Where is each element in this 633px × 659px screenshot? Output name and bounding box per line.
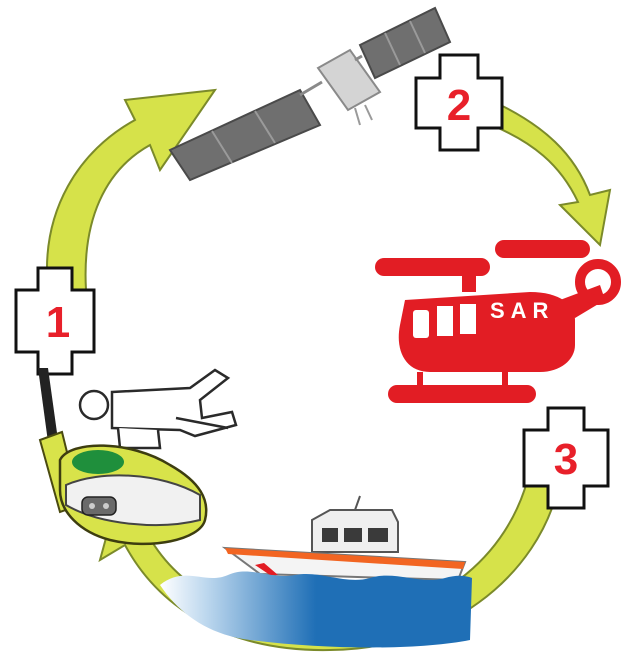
rescue-boat-icon: [225, 496, 465, 580]
step-number-3: 3: [554, 435, 578, 484]
helicopter-icon: SAR: [375, 240, 616, 403]
person-icon: [80, 370, 236, 448]
water-waves: [160, 571, 472, 647]
step-number-1: 1: [46, 298, 70, 347]
arrow-beacon-to-satellite: [47, 90, 215, 290]
step-badge-2: 2: [416, 55, 502, 150]
helicopter-sar-label: SAR: [490, 298, 554, 323]
step-number-2: 2: [447, 81, 471, 130]
